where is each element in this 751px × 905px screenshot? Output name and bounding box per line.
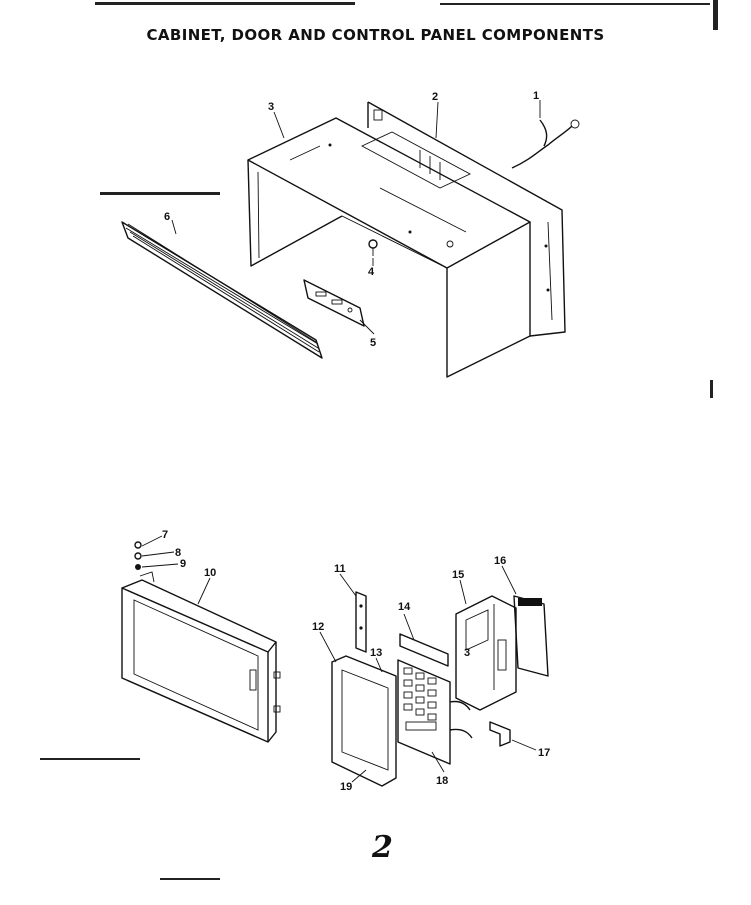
label-8: 8 bbox=[175, 547, 181, 559]
label-2: 2 bbox=[432, 91, 438, 103]
part-5-control-plate bbox=[303, 279, 365, 327]
label-15: 15 bbox=[452, 569, 464, 581]
label-3-board: 3 bbox=[464, 647, 470, 659]
part-11-latch-bar bbox=[355, 591, 367, 653]
leader-lines bbox=[141, 100, 541, 783]
scan-noise bbox=[40, 0, 718, 880]
diagram-title: CABINET, DOOR AND CONTROL PANEL COMPONEN… bbox=[146, 26, 605, 44]
cabinet-outer-case bbox=[247, 117, 531, 378]
label-10: 10 bbox=[204, 567, 216, 579]
label-18: 18 bbox=[436, 775, 448, 787]
label-7: 7 bbox=[162, 529, 168, 541]
part-18-keypad bbox=[397, 659, 473, 765]
label-17: 17 bbox=[538, 747, 550, 759]
label-11: 11 bbox=[334, 563, 346, 575]
part-6-vent-grille bbox=[121, 221, 323, 359]
part-12-13-19-door-choke-frame bbox=[331, 655, 397, 787]
part-16-circuit-board bbox=[513, 595, 549, 677]
cabinet-back-plate bbox=[367, 101, 566, 337]
label-4: 4 bbox=[368, 266, 375, 278]
label-13: 13 bbox=[370, 647, 382, 659]
label-19: 19 bbox=[340, 781, 352, 793]
part-1-wire-harness bbox=[511, 119, 580, 169]
label-9: 9 bbox=[180, 558, 186, 570]
label-14: 14 bbox=[398, 601, 411, 613]
part-15-control-board-bracket bbox=[455, 595, 517, 711]
part-4-screw bbox=[368, 239, 378, 256]
label-16: 16 bbox=[494, 555, 506, 567]
part-17-switch-clip bbox=[489, 721, 511, 747]
label-6: 6 bbox=[164, 211, 170, 223]
page-number: 2 bbox=[372, 830, 393, 865]
part-14-membrane-film bbox=[399, 633, 449, 667]
label-1: 1 bbox=[533, 90, 539, 102]
parts-7-8-9-fasteners bbox=[134, 541, 142, 570]
label-12: 12 bbox=[312, 621, 324, 633]
part-number-labels: 1 2 3 4 5 6 7 8 9 10 11 12 13 14 15 16 1… bbox=[162, 90, 550, 793]
label-5: 5 bbox=[370, 337, 376, 349]
label-3: 3 bbox=[268, 101, 274, 113]
part-10-door-frame bbox=[121, 571, 281, 743]
